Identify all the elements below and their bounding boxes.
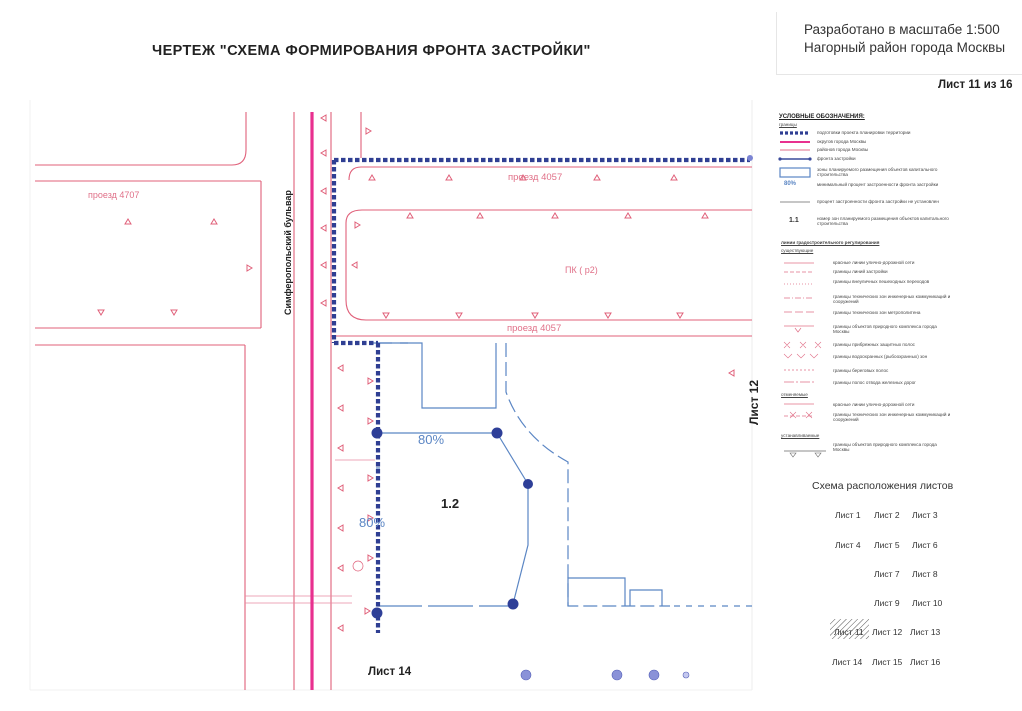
bottom-dots [520, 669, 690, 681]
legend-approved-item: красные линии улично-дорожной сети [833, 402, 915, 407]
legend-approved-item: границы технических зон инженерных комму… [833, 412, 951, 422]
legend-section-title: линии градостроительного регулирования [781, 240, 880, 245]
legend-item: минимальный процент застроенности фронта… [817, 182, 939, 187]
legend-established-item: границы объектов природного комплекса го… [833, 442, 937, 452]
legend-existing-item: границы технических зон инженерных комму… [833, 294, 951, 304]
sheet-cell: Лист 6 [912, 540, 938, 550]
red-line-markers [97, 114, 735, 632]
legend-existing-item: границы внеуличных пешеходных переходов [833, 279, 930, 284]
percent-label-top: 80% [418, 432, 444, 447]
sheet-cell: Лист 10 [912, 598, 943, 608]
street-label-proezd-4057-bottom: проезд 4057 [507, 323, 561, 334]
legend-existing-item: границы полос отвода железных дорог [833, 380, 916, 385]
legend-panel: УСЛОВНЫЕ ОБОЗНАЧЕНИЯ: границы подготовки… [767, 106, 953, 462]
district-name: Нагорный район города Москвы [804, 40, 1006, 55]
sheet-cell: Лист 12 [872, 627, 903, 637]
project-boundary [331, 157, 750, 633]
legend-existing-item: красные линии улично-дорожной сети [833, 260, 915, 265]
legend-item: районов города Москвы [817, 147, 869, 152]
sheet-cell: Лист 14 [832, 657, 863, 667]
sheet-label-bottom: Лист 14 [368, 666, 412, 678]
legend-existing-item: границы береговых полос [833, 368, 889, 373]
map-frame [29, 100, 753, 691]
scale-note: Разработано в масштабе 1:500 [804, 22, 1000, 37]
legend-existing-item: границы объектов природного комплекса го… [833, 324, 937, 334]
legend-sub-existing: существующие [781, 248, 814, 253]
street-label-proezd-4057-top: проезд 4057 [508, 172, 562, 183]
legend-item: округов города Москвы [817, 139, 867, 144]
red-lines [35, 112, 752, 690]
sheet-cell: Лист 1 [835, 510, 861, 520]
legend-sub-general: границы [779, 122, 797, 127]
legend-sample-number: 1.1 [789, 217, 799, 224]
sheet-cell: Лист 2 [874, 510, 900, 520]
sheet-cell-current: Лист 11 [834, 627, 864, 637]
legend-title: УСЛОВНЫЕ ОБОЗНАЧЕНИЯ: [779, 114, 865, 120]
sheet-cell: Лист 8 [912, 569, 938, 579]
zone-number-label: 1.2 [441, 496, 459, 511]
title-stamp: Разработано в масштабе 1:500 Нагорный ра… [776, 12, 1022, 75]
blue-dots [371, 427, 533, 619]
percent-label-side: 80% [359, 515, 385, 530]
legend-sample-percent: 80% [784, 181, 797, 187]
sheet-number: Лист 11 из 16 [938, 79, 1013, 91]
legend-symbols [778, 131, 826, 458]
boulevard-label: Симферопольский бульвар [283, 190, 293, 315]
legend-existing-item: границы линий застройки [833, 269, 888, 274]
sheet-cell: Лист 16 [910, 657, 941, 667]
sheet-schema-title: Схема расположения листов [812, 480, 954, 492]
sheet-cell: Лист 4 [835, 540, 861, 550]
sheet-cell: Лист 13 [910, 627, 941, 637]
legend-item: фронта застройки [817, 156, 856, 161]
pk-label: ПК ( р2) [565, 265, 598, 275]
sheet-schema-hatch [830, 619, 869, 639]
legend-existing-item: границы прибрежных защитных полос [833, 342, 915, 347]
legend-existing-item: границы технических зон метрополитена [833, 310, 921, 315]
sheet-cell: Лист 15 [872, 657, 903, 667]
legend-item: процент застроенности фронта застройки н… [817, 199, 939, 204]
sheet-label-right: Лист 12 [747, 380, 761, 425]
sheet-cell: Лист 7 [874, 569, 900, 579]
legend-sub-established: устанавливаемые [781, 433, 820, 438]
building-outlines [372, 342, 752, 607]
legend-existing-item: границы водоохранных (рыбоохранных) зон [833, 354, 928, 359]
legend-item: подготовки проекта планировки территории [817, 130, 911, 135]
boundary-end-marker [747, 155, 753, 161]
street-label-proezd-4707: проезд 4707 [88, 190, 139, 200]
legend-sub-approved: отменяемые [781, 392, 808, 397]
sheet-cell: Лист 5 [874, 540, 900, 550]
legend-item: номер зон планируемого размещения объект… [817, 216, 949, 226]
sheet-cell: Лист 9 [874, 598, 900, 608]
drawing-title: ЧЕРТЕЖ "СХЕМА ФОРМИРОВАНИЯ ФРОНТА ЗАСТРО… [152, 43, 591, 59]
sheet-cell: Лист 3 [912, 510, 938, 520]
legend-item: зоны планируемого размещения объектов ка… [817, 167, 938, 177]
